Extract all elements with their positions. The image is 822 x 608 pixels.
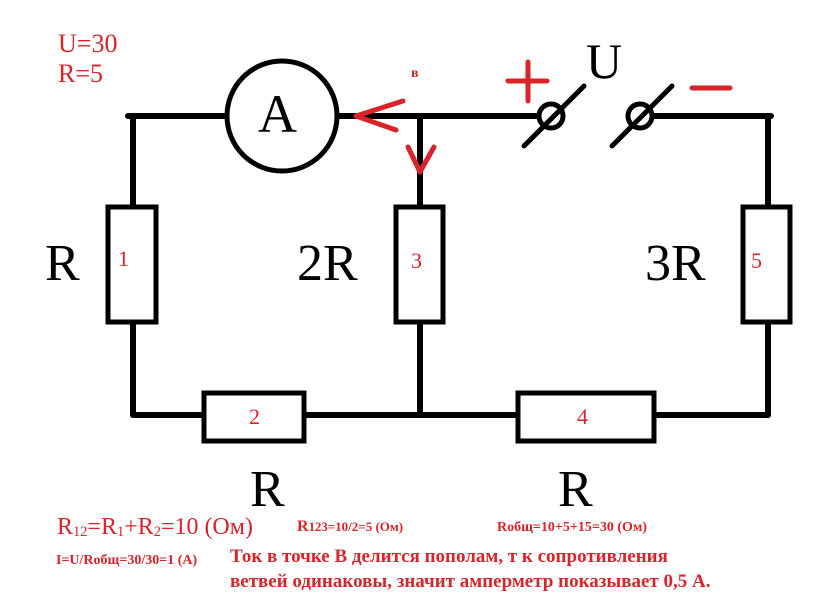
- formula-r12-prefix: R: [57, 514, 74, 540]
- resistor-2-value: R: [250, 461, 285, 518]
- ammeter-circle: [224, 58, 340, 174]
- resistor-1-number: 1: [118, 246, 129, 271]
- formula-r-total: Rобщ=10+5+15=30 (Ом): [497, 520, 648, 535]
- given-resistance: R=5: [58, 59, 104, 88]
- given-voltage: U=30: [58, 29, 118, 58]
- ammeter-label: A: [258, 84, 297, 144]
- formula-r123-sub: 123: [308, 520, 328, 534]
- resistor-5: [740, 204, 793, 325]
- formula-current: I=U/Rобщ=30/30=1 (A): [56, 553, 198, 568]
- resistor-3-number: 3: [411, 248, 422, 273]
- formula-r12-mid2: +R: [124, 514, 154, 540]
- resistor-3: [393, 204, 446, 325]
- resistor-1-value: R: [45, 235, 80, 292]
- explanation-line-2: ветвей одинаковы, значит амперметр показ…: [230, 571, 711, 592]
- formula-r123: R123=10/2=5 (Ом): [297, 518, 403, 536]
- resistor-5-value: 3R: [645, 235, 706, 292]
- current-arrow-left-icon: [353, 98, 406, 133]
- resistor-4-value: R: [558, 461, 593, 518]
- explanation-line-1: Ток в точке В делится пополам, т к сопро…: [230, 546, 668, 567]
- terminal-negative-slash: [609, 83, 675, 149]
- formula-r12-mid1: =R: [87, 514, 117, 540]
- resistor-2-number: 2: [249, 404, 260, 429]
- resistor-2: [201, 390, 307, 444]
- formula-r12-sub2: 2: [153, 524, 161, 540]
- resistor-4-number: 4: [577, 404, 588, 429]
- node-b-label: в: [411, 66, 419, 81]
- terminal-positive-slash: [521, 83, 587, 149]
- current-arrow-down-icon: [405, 144, 437, 175]
- resistor-5-number: 5: [751, 248, 762, 273]
- resistor-3-value: 2R: [297, 235, 358, 292]
- plus-sign-icon: [505, 59, 550, 104]
- formula-r12: R12=R1+R2=10 (Ом): [57, 514, 253, 541]
- formula-r12-sub: 12: [73, 524, 88, 540]
- formula-r12-sub1: 1: [116, 524, 125, 540]
- source-label: U: [586, 33, 623, 89]
- formula-r123-prefix: R: [297, 518, 309, 535]
- formula-r12-rest: =10 (Ом): [160, 514, 253, 540]
- resistor-1: [105, 204, 159, 325]
- resistor-4: [515, 390, 657, 444]
- formula-r123-rest: =10/2=5 (Ом): [327, 519, 404, 534]
